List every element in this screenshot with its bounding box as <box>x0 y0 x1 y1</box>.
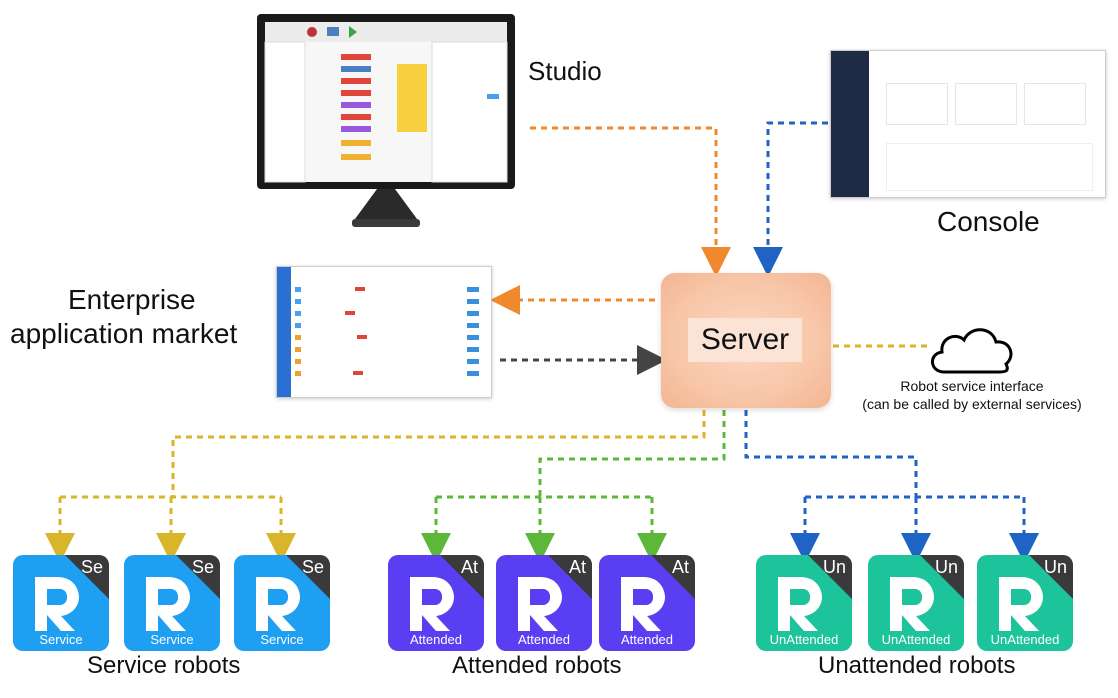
server-attended-connector <box>538 410 726 497</box>
robot-logo-icon <box>518 577 562 631</box>
robot-name: UnAttended <box>881 632 951 647</box>
studio-label: Studio <box>528 56 602 86</box>
cloud-icon <box>931 328 1013 374</box>
robot-type-tag: Un <box>934 557 958 577</box>
console-sidebar <box>831 51 869 197</box>
studio-server-connector <box>530 126 731 277</box>
robot-type-tag: At <box>671 557 689 577</box>
server-unattended-connector <box>744 410 918 497</box>
robot-name: Attended <box>620 632 674 647</box>
console-panel <box>886 143 1093 191</box>
robot-name: UnAttended <box>990 632 1060 647</box>
robot-type-tag: Se <box>301 557 324 577</box>
robot-type-tag: Se <box>191 557 214 577</box>
robot-group-title: Unattended robots <box>818 652 1016 679</box>
robot-logo-icon <box>410 577 454 631</box>
market-list-icon <box>295 287 479 376</box>
market-label-line1: Enterprise <box>68 284 196 315</box>
robot-name: Service <box>150 632 194 647</box>
robot-type-tag: Un <box>1043 557 1067 577</box>
console-card-1 <box>886 83 948 125</box>
server-label: Server <box>688 318 802 362</box>
robot-name: UnAttended <box>769 632 839 647</box>
monitor-icon <box>257 14 515 227</box>
cloud-label-line1: Robot service interface <box>900 378 1044 394</box>
console-card-3 <box>1024 83 1086 125</box>
cloud-label-line2: (can be called by external services) <box>862 396 1082 412</box>
robot-type-tag: At <box>568 557 586 577</box>
console-server-connector <box>753 121 828 277</box>
market-sidebar <box>277 267 291 397</box>
robot-logo-icon <box>146 577 190 631</box>
robot-type-tag: Se <box>80 557 103 577</box>
console-label: Console <box>937 206 1040 237</box>
robot-logo-icon <box>778 577 822 631</box>
robot-group-title: Attended robots <box>452 652 622 679</box>
robot-name: Service <box>39 632 83 647</box>
robot-logo-icon <box>35 577 79 631</box>
studio-monitor <box>257 14 515 234</box>
robot-name: Service <box>260 632 304 647</box>
robot-logo-icon <box>999 577 1043 631</box>
robot-logo-icon <box>256 577 300 631</box>
robot-logo-icon <box>890 577 934 631</box>
robot-group-title: Service robots <box>87 652 241 679</box>
robot-name: Attended <box>409 632 463 647</box>
market-label-line2: application market <box>10 318 238 349</box>
console-card-2 <box>955 83 1017 125</box>
robot-type-tag: Un <box>822 557 846 577</box>
robot-logo-icon <box>621 577 665 631</box>
robot-type-tag: At <box>460 557 478 577</box>
market-screenshot <box>276 266 492 398</box>
robot-name: Attended <box>517 632 571 647</box>
console-screenshot <box>830 50 1106 198</box>
server-service-connector <box>171 410 706 497</box>
